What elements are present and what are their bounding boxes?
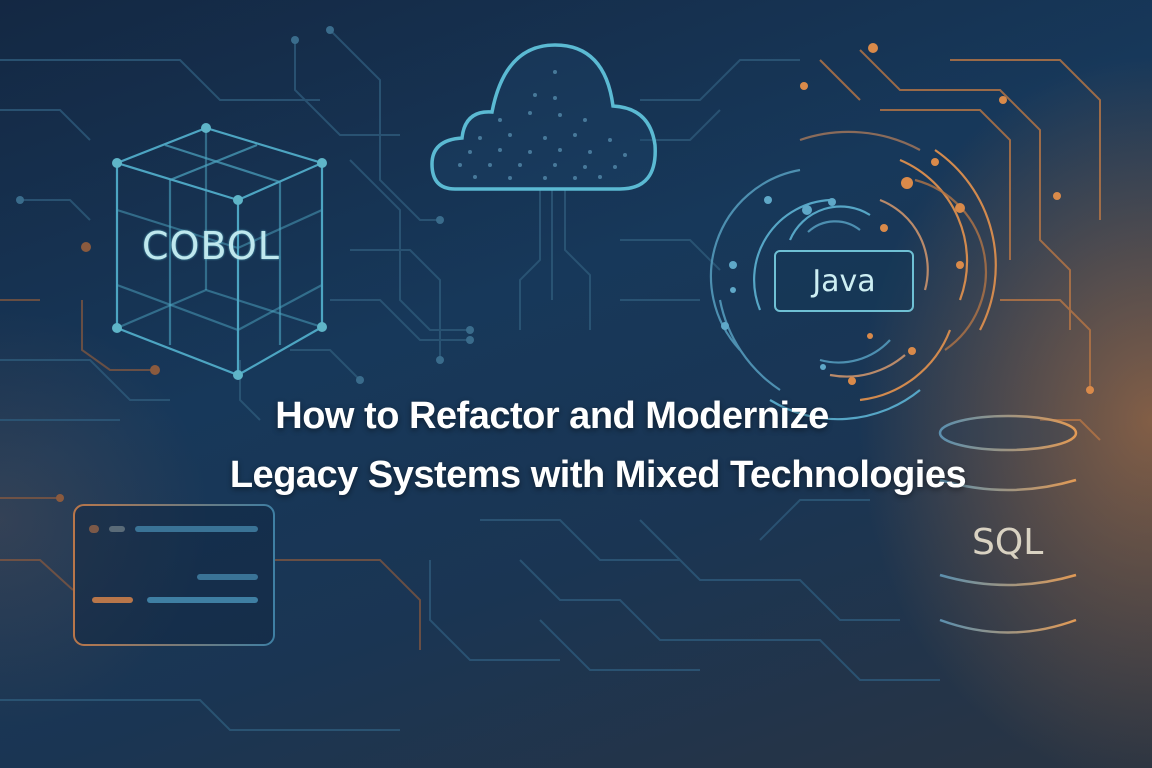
headline-line-2: Legacy Systems with Mixed Technologies	[229, 454, 967, 496]
code-window-icon	[73, 504, 275, 646]
headline-line-1: How to Refactor and Modernize	[275, 395, 829, 437]
cloud-icon	[430, 43, 657, 191]
cobol-label: COBOL	[142, 224, 280, 268]
sql-label: SQL	[972, 522, 1044, 563]
java-rings-icon	[709, 130, 997, 421]
database-icon	[938, 414, 1078, 634]
java-label: Java	[774, 250, 914, 312]
cobol-cube-icon	[113, 126, 326, 377]
